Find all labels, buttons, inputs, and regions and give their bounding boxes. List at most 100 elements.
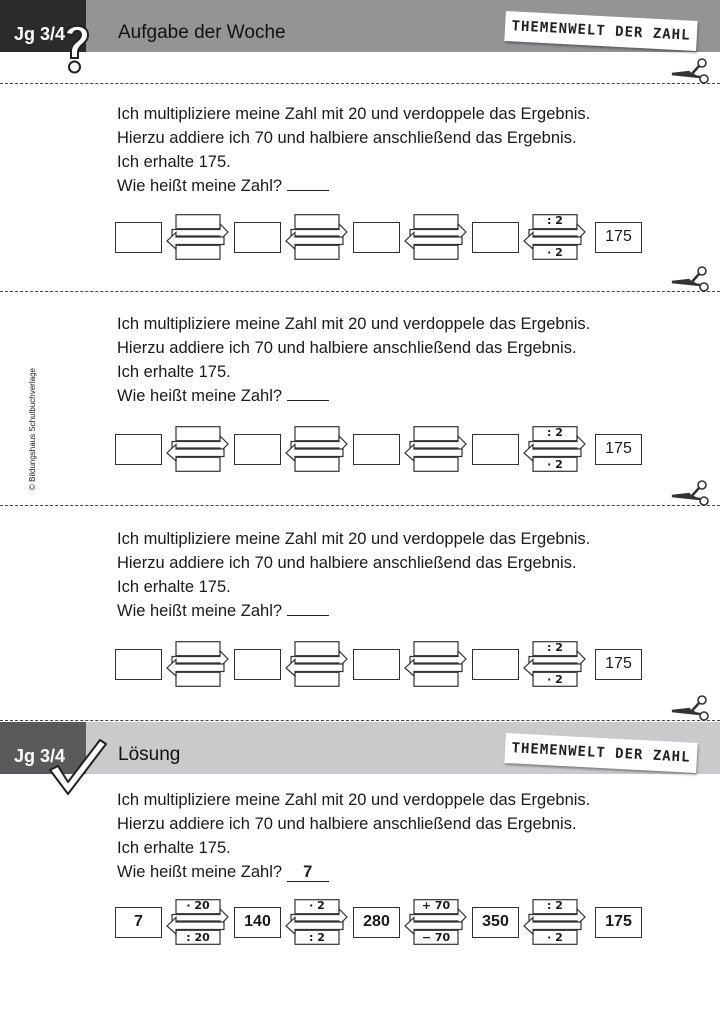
task-line-text: Ich erhalte 175.	[117, 153, 231, 171]
inverse-operation-field[interactable]	[176, 458, 220, 472]
operator-arrow	[281, 426, 353, 472]
answer-blank[interactable]	[286, 174, 329, 191]
inverse-operation-field: · 2	[547, 673, 563, 686]
operator-arrow	[162, 641, 234, 687]
forward-operation-field[interactable]	[295, 426, 339, 440]
operator-arrow	[400, 426, 472, 472]
chain-value-box: 280	[353, 906, 400, 938]
operator-arrow: · 2 : 2	[281, 899, 353, 945]
chain-value-box: 350	[472, 906, 519, 938]
inverse-operation-field[interactable]	[295, 673, 339, 687]
forward-operation-field[interactable]	[295, 214, 339, 228]
forward-operation-field[interactable]	[176, 426, 220, 440]
chain-input-box[interactable]	[472, 433, 519, 465]
chain-input-box[interactable]	[115, 221, 162, 253]
task-line: Ich erhalte 175.	[117, 836, 590, 860]
forward-operation-field: : 2	[547, 426, 563, 439]
double-arrow-icon	[404, 426, 467, 472]
chain-input-box[interactable]	[234, 648, 281, 680]
double-arrow-icon	[404, 899, 467, 945]
chain-input-box[interactable]	[472, 648, 519, 680]
chain-input-box[interactable]	[234, 221, 281, 253]
operator-arrow	[281, 641, 353, 687]
double-arrow-icon	[166, 899, 229, 945]
copyright-note: © Bildungshaus Schulbuchverlage	[28, 368, 37, 490]
chain-input-box[interactable]	[115, 648, 162, 680]
chain-input-box[interactable]	[472, 221, 519, 253]
chain-input-box[interactable]	[353, 648, 400, 680]
task-line-text: Ich erhalte 175.	[117, 363, 231, 381]
operator-arrow: + 70− 70	[400, 899, 472, 945]
answer-blank[interactable]	[286, 599, 329, 616]
task-line-text: Hierzu addiere ich 70 und halbiere ansch…	[117, 339, 577, 357]
task-line: Hierzu addiere ich 70 und halbiere ansch…	[117, 551, 590, 575]
task-line-text: Ich multipliziere meine Zahl mit 20 und …	[117, 105, 591, 123]
solution-title: Lösung	[118, 744, 181, 765]
question-mark-icon	[64, 24, 90, 74]
double-arrow-icon	[285, 214, 348, 260]
double-arrow-icon	[523, 641, 586, 687]
inverse-operation-field[interactable]	[176, 673, 220, 687]
double-arrow-icon	[166, 641, 229, 687]
double-arrow-icon	[523, 214, 586, 260]
task-line-text: Wie heißt meine Zahl?	[117, 602, 283, 620]
operator-arrow: : 2· 2	[519, 899, 591, 945]
double-arrow-icon	[404, 641, 467, 687]
grade-label: Jg 3/4	[0, 722, 86, 774]
chain-value-box: 7	[115, 906, 162, 938]
theme-badge: THEMENWELT DER ZAHL	[504, 732, 698, 774]
chain-input-box[interactable]	[234, 433, 281, 465]
chain-value-box: 140	[234, 906, 281, 938]
inverse-operation-field[interactable]	[295, 246, 339, 260]
solution-header: Jg 3/4 Lösung THEMENWELT DER ZAHL	[0, 722, 720, 774]
inverse-operation-field[interactable]	[414, 246, 458, 260]
answer-value: 7	[286, 864, 329, 882]
task-line-text: Ich erhalte 175.	[117, 839, 231, 857]
inverse-operation: : 20	[186, 931, 210, 944]
task-line-text: Wie heißt meine Zahl?	[117, 863, 283, 881]
forward-operation-field: : 2	[547, 214, 563, 227]
answer-blank[interactable]	[286, 384, 329, 401]
inverse-operation-field[interactable]	[176, 246, 220, 260]
operator-arrow: : 2· 2	[519, 214, 591, 260]
operator-arrow	[400, 214, 472, 260]
task-line: Ich multipliziere meine Zahl mit 20 und …	[117, 788, 590, 812]
chain-input-box[interactable]	[353, 221, 400, 253]
forward-operation-field[interactable]	[295, 641, 339, 655]
chain-input-box[interactable]	[115, 433, 162, 465]
inverse-operation: : 2	[309, 931, 325, 944]
inverse-operation-field[interactable]	[414, 458, 458, 472]
forward-operation-field[interactable]	[176, 641, 220, 655]
task-line: Wie heißt meine Zahl?	[117, 174, 590, 198]
task-text: Ich multipliziere meine Zahl mit 20 und …	[117, 788, 590, 884]
task-line-text: Wie heißt meine Zahl?	[117, 387, 283, 405]
task-line-text: Hierzu addiere ich 70 und halbiere ansch…	[117, 554, 577, 572]
page-title: Aufgabe der Woche	[118, 22, 286, 43]
scissors-icon	[668, 265, 712, 299]
forward-operation: · 2	[309, 899, 325, 912]
forward-operation-field[interactable]	[414, 641, 458, 655]
forward-operation-field[interactable]	[414, 214, 458, 228]
inverse-operation-field[interactable]	[414, 673, 458, 687]
task-line: Hierzu addiere ich 70 und halbiere ansch…	[117, 126, 590, 150]
task-line: Hierzu addiere ich 70 und halbiere ansch…	[117, 336, 590, 360]
task-line: Wie heißt meine Zahl? 7	[117, 860, 590, 884]
task-line-text: Ich multipliziere meine Zahl mit 20 und …	[117, 791, 591, 809]
task-line: Ich multipliziere meine Zahl mit 20 und …	[117, 102, 590, 126]
task-line: Ich multipliziere meine Zahl mit 20 und …	[117, 312, 590, 336]
operator-arrow: : 2· 2	[519, 641, 591, 687]
forward-operation-field[interactable]	[176, 214, 220, 228]
forward-operation-field[interactable]	[414, 426, 458, 440]
operator-arrow: : 2 · 2	[519, 426, 591, 472]
operator-arrow: · 20 : 20	[162, 899, 234, 945]
chain-result-box: 175	[595, 221, 642, 253]
task-line: Ich erhalte 175.	[117, 575, 590, 599]
cut-line	[0, 291, 720, 292]
chain-input-box[interactable]	[353, 433, 400, 465]
operator-arrow	[162, 426, 234, 472]
inverse-operation-field: · 2	[547, 458, 563, 471]
forward-operation: · 20	[186, 899, 210, 912]
inverse-operation-field[interactable]	[295, 458, 339, 472]
